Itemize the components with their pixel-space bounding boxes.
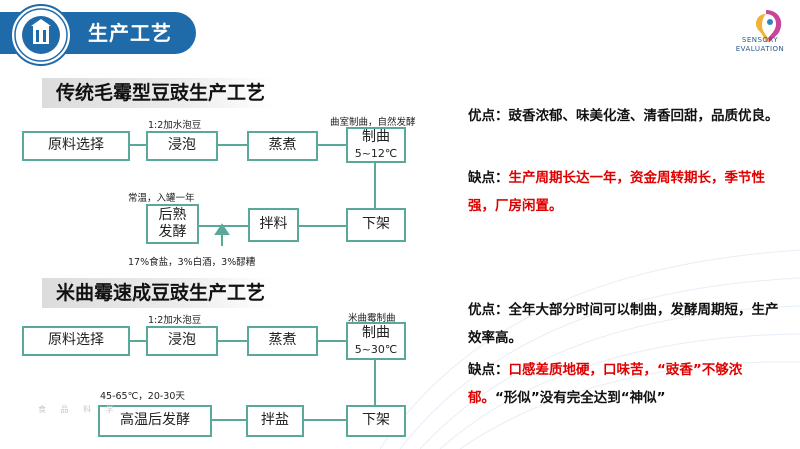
s2-pros-label: 优点： [468, 302, 509, 318]
section2-title: 米曲霉速成豆豉生产工艺 [42, 278, 276, 308]
s2-label-temp: 45-65℃，20-30天 [100, 391, 185, 402]
s1-pros: 优点：豉香浓郁、味美化渣、清香回甜，品质优良。 [468, 102, 786, 130]
s1-cons-label: 缺点： [468, 170, 509, 186]
s1-pros-text: 豉香浓郁、味美化渣、清香回甜，品质优良。 [508, 108, 779, 124]
s1-box-raw: 原料选择 [22, 131, 130, 161]
s2-box-soak: 浸泡 [146, 326, 218, 356]
s1-box-ferment: 后熟 发酵 [146, 204, 199, 244]
s2-box-raw: 原料选择 [22, 326, 130, 356]
s1-label-soak: 1:2加水泡豆 [148, 120, 202, 131]
s1-cons: 缺点：生产周期长达一年，资金周转期长，季节性强，厂房闲置。 [468, 164, 786, 220]
s2-label-soak: 1:2加水泡豆 [148, 315, 202, 326]
page-title: 生产工艺 [88, 21, 172, 45]
section1-title: 传统毛霉型豆豉生产工艺 [42, 78, 276, 108]
s1-box-soak: 浸泡 [146, 131, 218, 161]
s2-box-koji: 制曲 5~30℃ [346, 322, 406, 360]
s2-pros-text: 全年大部分时间可以制曲，发酵周期短，生产效率高。 [468, 302, 779, 346]
ingredient-arrow-icon [214, 223, 230, 246]
s2-cons-text-black: “形似”没有完全达到“神似” [495, 390, 666, 406]
s2-box-salt: 拌盐 [246, 405, 304, 437]
brand-line2: EVALUATION [735, 45, 785, 53]
s1-box-unload: 下架 [346, 208, 406, 242]
s1-label-ingredients: 17%食盐，3%白酒，3%醪糟 [128, 257, 256, 268]
s2-box-ferment: 高温后发酵 [98, 405, 212, 437]
s2-pros: 优点：全年大部分时间可以制曲，发酵周期短，生产效率高。 [468, 296, 786, 352]
s1-koji-temp: 5~12℃ [354, 146, 398, 160]
s1-label-storage: 常温，入罐一年 [128, 193, 195, 204]
s1-box-koji: 制曲 5~12℃ [346, 127, 406, 163]
s2-koji-temp: 5~30℃ [354, 342, 398, 356]
s2-koji-name: 制曲 [362, 325, 390, 342]
logo-emblem-icon [14, 8, 68, 62]
s2-cons-label: 缺点： [468, 362, 509, 378]
university-logo [10, 4, 72, 66]
watermark: 食 品 科 学 [38, 405, 120, 414]
s1-cons-text: 生产周期长达一年，资金周转期长，季节性强，厂房闲置。 [468, 170, 765, 214]
s1-ferment-line2: 发酵 [158, 224, 187, 240]
s2-cons-text-red: 口感差质地硬，口味苦，“豉香”不够浓郁。 [468, 362, 743, 406]
s2-box-steam: 蒸煮 [247, 326, 318, 356]
s1-label-koji: 曲室制曲，自然发酵 [330, 117, 416, 128]
s1-koji-name: 制曲 [362, 129, 390, 146]
s2-label-koji: 米曲霉制曲 [348, 313, 396, 324]
s2-box-unload: 下架 [346, 405, 406, 437]
s2-cons: 缺点：口感差质地硬，口味苦，“豉香”不够浓郁。“形似”没有完全达到“神似” [468, 356, 786, 412]
sensory-evaluation-logo-icon [756, 10, 782, 42]
s1-box-mix: 拌料 [248, 208, 299, 242]
s1-ferment-line1: 后熟 [158, 206, 187, 223]
s1-pros-label: 优点： [468, 108, 509, 124]
s1-box-steam: 蒸煮 [247, 131, 318, 161]
brand-line1: SENSORY [741, 36, 779, 44]
